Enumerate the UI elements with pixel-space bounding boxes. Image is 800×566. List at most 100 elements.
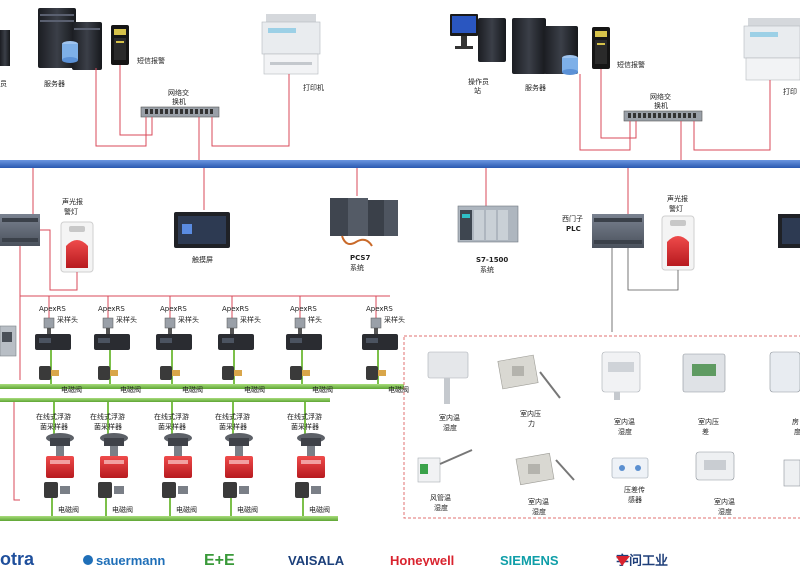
network-switch-label: 网络交 [650, 92, 671, 101]
siemens-plc-label: 西门子 [562, 214, 583, 223]
solenoid-valve-label: 电磁阀 [244, 385, 265, 394]
differential-pressure-sensor-icon [611, 457, 649, 479]
network-switch-label: 换机 [654, 101, 668, 110]
sample-head-label: 采样头 [116, 315, 137, 324]
pcs7-controller-icon [330, 198, 398, 247]
alarm-beacon-label: 声光报 [62, 197, 83, 206]
differential-pressure-display-icon [682, 353, 726, 393]
solenoid-valve-label: 电磁阀 [176, 505, 197, 514]
online-sampler-icon [295, 402, 325, 516]
apexrs-label: ApexRS [98, 305, 125, 313]
sensor-label: 室内温 [714, 497, 735, 506]
sensor-label: 湿度 [434, 503, 448, 512]
network-switch-label: 网络交 [168, 88, 189, 97]
sensor-label: 室内温 [614, 417, 635, 426]
printer-icon [261, 14, 321, 75]
operator-station-label: 操作员 [468, 77, 489, 86]
sensor-label: 风管温 [430, 493, 451, 502]
sensor-label: 湿度 [443, 423, 457, 432]
sample-head-label: 样头 [308, 315, 322, 324]
sms-alarm-icon [592, 27, 610, 69]
signal-line [13, 402, 20, 501]
pcs7-label: PCS7 [350, 254, 370, 262]
sampler-label: 菌采样器 [40, 422, 68, 431]
sensor-label: 湿度 [718, 507, 732, 516]
signal-line [611, 248, 679, 332]
solenoid-valve-label: 电磁阀 [61, 385, 82, 394]
brand-logo-honeywell: Honeywell [390, 553, 454, 566]
sampler-label: 菌采样器 [291, 422, 319, 431]
solenoid-valve-label: 电磁阀 [388, 385, 409, 394]
brand-logo-otra: otra [0, 549, 35, 566]
solenoid-valve-label: 电磁阀 [312, 385, 333, 394]
apexrs-label: ApexRS [290, 305, 317, 313]
brand-mark [83, 555, 93, 565]
apexrs-sampler-icon [94, 296, 130, 384]
apexrs-sampler-icon [35, 296, 71, 384]
signal-line [95, 65, 290, 160]
sms-alarm-icon [111, 25, 129, 65]
signal-line [579, 69, 771, 160]
sensor-group-box [403, 335, 800, 519]
monitor-icon [0, 325, 17, 357]
brand-logo-siemens: SIEMENS [500, 553, 559, 566]
alarm-beacon-icon [60, 221, 94, 273]
operator-station-label: 站 [474, 86, 481, 95]
apexrs-sampler-icon [218, 296, 254, 384]
alarm-beacon-label: 警灯 [669, 204, 683, 213]
touchscreen-icon [174, 212, 230, 248]
sensor-label: 湿度 [532, 507, 546, 516]
apexrs-sampler-icon [362, 296, 398, 384]
pipe [0, 384, 404, 389]
pipe [0, 398, 330, 402]
sampler-label: 在线式浮游 [36, 412, 71, 421]
alarm-beacon-label: 声光报 [667, 194, 688, 203]
solenoid-valve-label: 电磁阀 [237, 505, 258, 514]
server-icon [0, 30, 10, 66]
printer-icon [743, 18, 800, 81]
solenoid-valve-label: 电磁阀 [112, 505, 133, 514]
sensor-label: 度 [794, 427, 800, 436]
sms-alarm-label: 短信报警 [137, 56, 165, 65]
sensor-label: 差 [702, 427, 709, 436]
apexrs-sampler-icon [156, 296, 192, 384]
touchscreen-icon [778, 214, 800, 248]
sensor-label: 压差传 [624, 485, 645, 494]
sample-head-label: 采样头 [57, 315, 78, 324]
temperature-humidity-sensor-icon [427, 351, 469, 404]
server-label: 服务器 [44, 79, 65, 88]
printer-label: 打印机 [303, 83, 324, 92]
sampler-label: 在线式浮游 [287, 412, 322, 421]
sensor-label: 室内温 [528, 497, 549, 506]
solenoid-valve-label: 电磁阀 [120, 385, 141, 394]
sensor-label: 力 [528, 419, 535, 428]
sensor-icon [769, 351, 800, 393]
pcs7-label: 系统 [350, 263, 364, 272]
brand-mark [616, 556, 630, 566]
server-icon [38, 8, 102, 70]
apexrs-label: ApexRS [160, 305, 187, 313]
online-sampler-icon [162, 402, 192, 516]
solenoid-valve-label: 电磁阀 [58, 505, 79, 514]
brand-logo-ee: E+E [204, 552, 235, 566]
duct-temperature-humidity-sensor-icon [417, 449, 473, 483]
apexrs-label: ApexRS [222, 305, 249, 313]
server-label: 服务器 [525, 83, 546, 92]
apexrs-sampler-icon [286, 296, 322, 384]
pressure-sensor-icon [497, 354, 561, 399]
sample-head-label: 采样头 [178, 315, 199, 324]
solenoid-valve-label: 电磁阀 [182, 385, 203, 394]
sensor-label: 室内压 [520, 409, 541, 418]
alarm-beacon-icon [661, 215, 695, 271]
network-switch-label: 换机 [172, 97, 186, 106]
sampler-label: 菌采样器 [219, 422, 247, 431]
signal-line [19, 229, 78, 380]
temperature-humidity-display-icon [601, 351, 641, 400]
temperature-humidity-sensor-icon [515, 452, 575, 486]
network-switch-icon [140, 106, 220, 118]
server-icon [478, 18, 506, 62]
monitor-icon [450, 14, 478, 49]
sample-head-label: 采样头 [384, 315, 405, 324]
sensor-label: 室内压 [698, 417, 719, 426]
plc-icon [592, 214, 644, 248]
